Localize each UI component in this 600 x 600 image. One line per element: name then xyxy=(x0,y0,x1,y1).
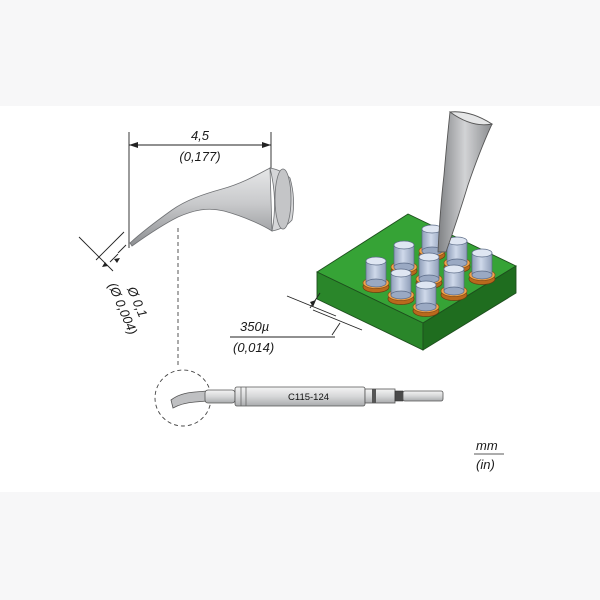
soldering-needle xyxy=(437,111,494,253)
bent-tip-detail xyxy=(129,167,294,247)
length-dimension: 4,5 (0,177) xyxy=(128,128,272,248)
smd-component xyxy=(387,268,415,305)
top-margin-band xyxy=(0,0,600,106)
smd-component xyxy=(362,256,390,293)
cartridge-code-label: C115-124 xyxy=(288,392,329,403)
pitch-dimension: 350µ (0,014) xyxy=(230,292,363,355)
length-mm-label: 4,5 xyxy=(191,128,210,143)
component-grid xyxy=(362,224,496,317)
units-imperial-label: (in) xyxy=(476,457,495,472)
pitch-mm-label: 350µ xyxy=(240,319,269,334)
tip-diameter-dimension: Ø 0,1 (Ø 0,004) xyxy=(78,231,150,337)
bottom-margin-band xyxy=(0,492,600,600)
units-metric-label: mm xyxy=(476,438,498,453)
cartridge-side-view: C115-124 xyxy=(170,386,444,409)
smd-component xyxy=(390,240,418,277)
smd-component xyxy=(468,248,496,285)
length-in-label: (0,177) xyxy=(179,149,220,164)
smd-component xyxy=(440,264,468,301)
pitch-in-label: (0,014) xyxy=(233,340,274,355)
smd-component xyxy=(412,280,440,317)
units-legend: mm (in) xyxy=(474,438,504,472)
